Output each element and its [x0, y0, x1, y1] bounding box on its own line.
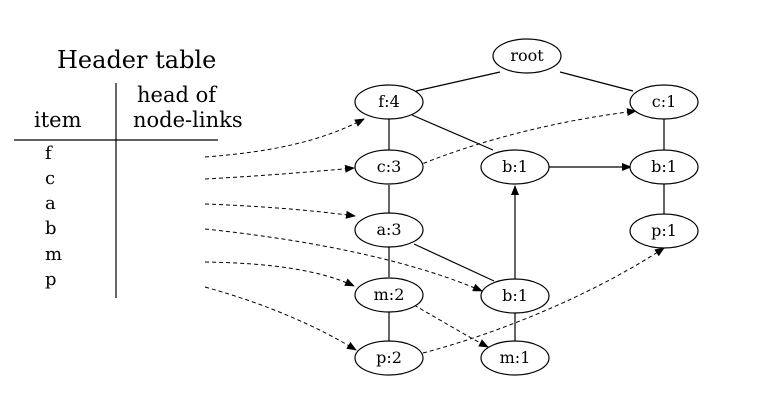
node-link-p	[204, 286, 357, 351]
edge-root-c1	[559, 71, 634, 92]
node-c1-label: c:1	[652, 92, 677, 111]
node-link-p2-to-p1	[422, 247, 665, 354]
inter-node-links	[413, 108, 665, 354]
node-link-m2-to-m1	[413, 304, 489, 348]
node-p2: p:2	[354, 340, 424, 376]
edge-root-f4	[415, 71, 501, 92]
node-root: root	[492, 38, 562, 74]
header-item-a: a	[45, 193, 56, 214]
edge-a3-b1-low	[413, 243, 495, 282]
header-item-m: m	[45, 244, 62, 265]
node-b1-low-label: b:1	[502, 286, 528, 305]
node-b1-right: b:1	[629, 149, 699, 185]
node-f4: f:4	[354, 84, 424, 120]
node-m2-label: m:2	[374, 285, 405, 304]
node-m2: m:2	[354, 277, 424, 313]
node-b1-mid-label: b:1	[502, 157, 528, 176]
node-b1-right-label: b:1	[651, 157, 677, 176]
node-link-m	[204, 261, 355, 287]
node-c3-label: c:3	[377, 157, 402, 176]
node-p1: p:1	[629, 213, 699, 249]
node-b1-mid: b:1	[480, 149, 550, 185]
node-m1-label: m:1	[500, 348, 531, 367]
node-link-f	[204, 118, 365, 158]
node-link-c	[204, 164, 355, 180]
node-link-c3-to-c1	[416, 108, 637, 167]
header-item-p: p	[45, 269, 57, 290]
header-table-title: Header table	[57, 46, 216, 74]
node-f4-label: f:4	[378, 92, 400, 111]
node-link-a	[204, 203, 356, 219]
edge-f4-b1-mid	[411, 114, 494, 151]
node-link-b	[204, 228, 483, 292]
node-links-label: node-links	[133, 108, 243, 132]
node-a3: a:3	[354, 212, 424, 248]
header-item-f: f	[45, 143, 53, 164]
node-b1-low: b:1	[480, 278, 550, 314]
node-c1: c:1	[629, 84, 699, 120]
header-item-b: b	[45, 218, 57, 239]
node-root-label: root	[510, 46, 544, 65]
header-item-c: c	[45, 168, 55, 189]
node-p2-label: p:2	[376, 348, 402, 367]
tree-edges	[388, 71, 665, 342]
node-a3-label: a:3	[376, 220, 401, 239]
head-of-label: head of	[137, 83, 218, 107]
node-c3: c:3	[354, 149, 424, 185]
item-column-header: item	[34, 108, 82, 132]
tree-nodes: root f:4 c:1 c:3 b:1 b:1 a:3 p:1	[354, 38, 699, 376]
node-p1-label: p:1	[651, 221, 677, 240]
node-m1: m:1	[480, 340, 550, 376]
header-table: Header table head of item node-links f c…	[14, 46, 243, 298]
node-links	[204, 118, 483, 351]
